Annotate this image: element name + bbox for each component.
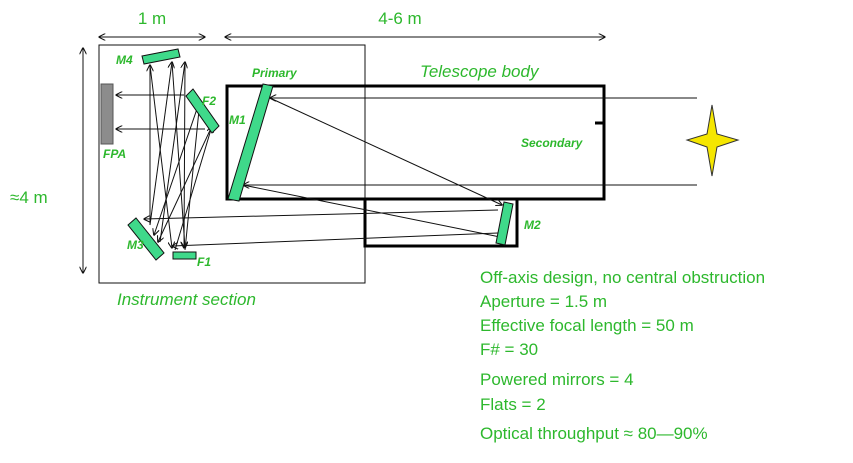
mirror-f2: [185, 88, 220, 134]
mirror-m2: [495, 201, 514, 246]
mirror-m4: [141, 48, 181, 65]
dimension-width-instrument: 1 m: [99, 9, 205, 37]
ray-m1-m2-bottom: [242, 184, 505, 238]
label-primary: Primary: [252, 66, 298, 80]
star-icon: [685, 104, 740, 177]
ray-m1-m2-top: [269, 97, 502, 205]
m2-housing-box: [363, 197, 519, 248]
mirror-f1: [172, 251, 197, 260]
label-instrument-section: Instrument section: [117, 290, 256, 309]
instrument-rays: [116, 62, 212, 251]
spec-item: F# = 30: [480, 340, 538, 359]
spec-item: Effective focal length = 50 m: [480, 316, 694, 335]
dimension-label-1m: 1 m: [138, 9, 166, 28]
dimension-label-4m: ≈4 m: [10, 188, 48, 207]
spec-item: Aperture = 1.5 m: [480, 292, 607, 311]
instrument-section-box: [98, 44, 366, 284]
dimension-width-telescope: 4-6 m: [225, 9, 605, 37]
spec-item: Optical throughput ≈ 80—90%: [480, 424, 708, 443]
spec-item: Flats = 2: [480, 395, 546, 414]
label-f1: F1: [197, 255, 211, 269]
spec-item: Off-axis design, no central obstruction: [480, 268, 765, 287]
ray-m2-m3-top: [144, 209, 499, 219]
mirror-m1-primary: [227, 83, 274, 202]
dimension-label-4-6m: 4-6 m: [378, 9, 421, 28]
mirror-m3: [127, 217, 165, 261]
label-m1: M1: [229, 113, 246, 127]
dimension-height: ≈4 m: [10, 48, 83, 273]
label-m4: M4: [116, 53, 133, 67]
label-m3: M3: [127, 238, 144, 252]
ray-m2-m3-bottom: [172, 232, 499, 246]
label-fpa: FPA: [103, 147, 126, 161]
spec-item: Powered mirrors = 4: [480, 370, 634, 389]
label-f2: F2: [202, 94, 216, 108]
label-m2: M2: [524, 218, 541, 232]
label-secondary: Secondary: [521, 136, 584, 150]
label-telescope-body: Telescope body: [420, 62, 540, 81]
fpa-detector: [100, 83, 114, 145]
spec-list: Off-axis design, no central obstruction …: [480, 268, 765, 443]
